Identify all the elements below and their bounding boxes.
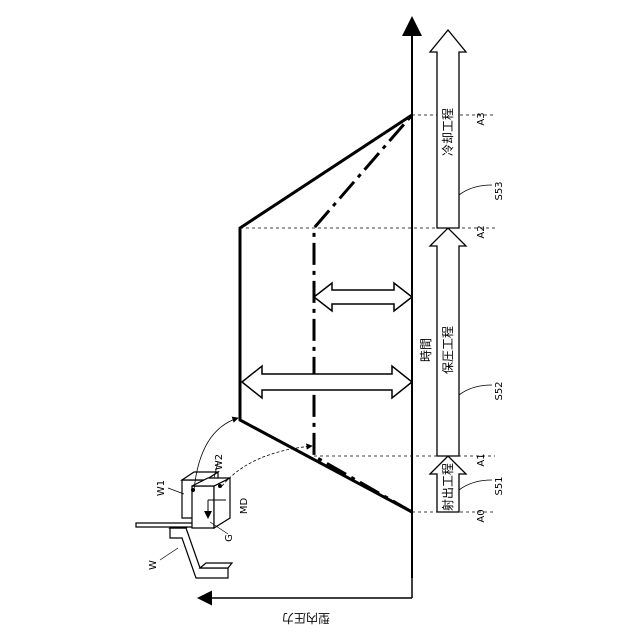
label-md: MD xyxy=(239,498,250,515)
time-point-a0: A0 xyxy=(476,509,487,522)
label-w2: W2 xyxy=(214,454,225,470)
pressure-diff-arrow-large xyxy=(242,366,412,398)
step-name-cooling: 冷却工程 xyxy=(440,108,455,156)
step-code-s51: S51 xyxy=(494,476,505,495)
pressure-diff-arrow-small xyxy=(314,283,412,311)
label-w: W xyxy=(148,560,159,570)
time-point-a1: A1 xyxy=(476,453,487,466)
label-g: G xyxy=(224,534,235,542)
pressure-curve-dashdot xyxy=(314,115,412,512)
step-code-s53: S53 xyxy=(494,181,505,200)
step-code-s52: S52 xyxy=(494,381,505,400)
step-name-holding: 保圧工程 xyxy=(440,326,455,374)
time-point-a3: A3 xyxy=(476,112,487,125)
label-w1: W1 xyxy=(156,480,167,496)
time-axis-label: 時間 xyxy=(419,338,433,362)
time-point-a2: A2 xyxy=(476,225,487,238)
pressure-curve-solid xyxy=(240,115,412,512)
pressure-axis-label: 型内圧力 xyxy=(282,611,330,625)
w2-dot xyxy=(218,484,222,488)
step-name-injection: 射出工程 xyxy=(440,463,455,511)
